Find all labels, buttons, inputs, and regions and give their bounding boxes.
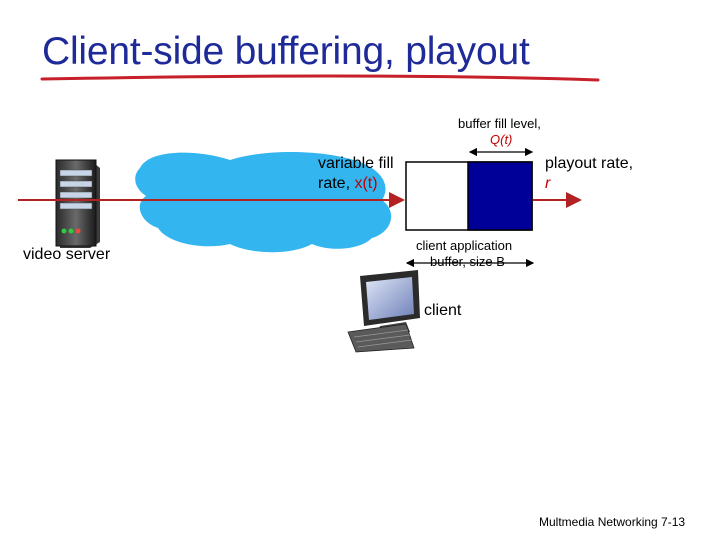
buffer-fill (467, 161, 533, 231)
buffer-fill-level-var: Q(t) (490, 132, 513, 147)
cloud-icon (135, 152, 392, 253)
video-server-label: video server (23, 246, 111, 263)
footer-slide-number: Multmedia Networking 7-13 (539, 515, 686, 529)
client-label: client (424, 302, 462, 319)
buffer-fill-level-label: buffer fill level, (458, 116, 541, 131)
page-title: Client-side buffering, playout (42, 30, 530, 73)
client-buffer-label-2: buffer, size B (430, 254, 505, 269)
variable-fill-label: variable fill (318, 155, 394, 172)
playout-rate-label: playout rate, (545, 155, 634, 172)
playout-rate-var: r (545, 175, 551, 192)
variable-fill-rate-prefix: rate, (318, 175, 355, 192)
title-underline (40, 74, 600, 82)
server-icon (55, 159, 100, 248)
computer-icon (347, 270, 420, 353)
variable-fill-var: x(t) (354, 175, 378, 192)
client-buffer-label-1: client application (416, 238, 513, 253)
variable-fill-rate-line: rate, x(t) (318, 175, 378, 193)
